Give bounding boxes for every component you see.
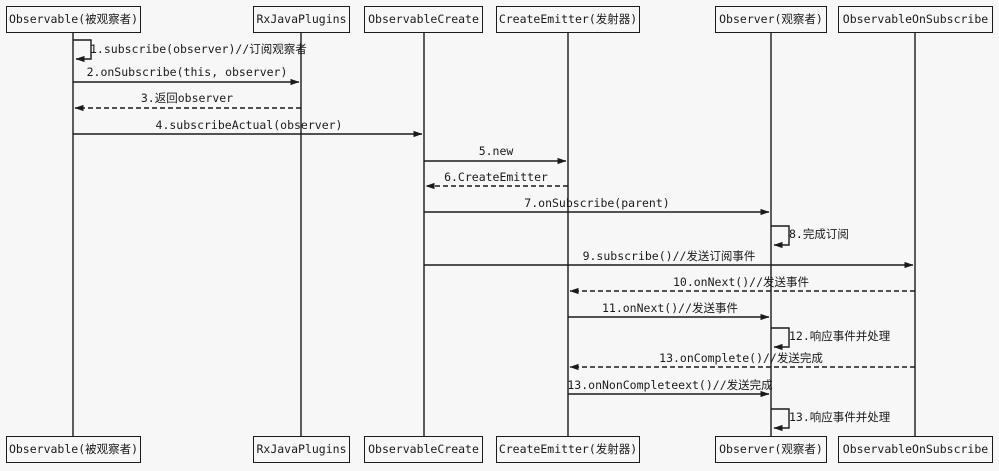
message-label-5: 5.new (478, 144, 514, 158)
actor-label: RxJavaPlugins (256, 11, 347, 26)
self-message-8 (771, 225, 790, 249)
actor-label: Observable(被观察者) (8, 11, 139, 26)
message-label-7: 7.onSubscribe(parent) (524, 196, 670, 210)
lifelines-group (72, 33, 916, 436)
message-label-14: 13.onNonCompleteext()//发送完成 (567, 378, 773, 392)
actor-label: ObservableOnSubscribe (842, 11, 989, 26)
self-message-1 (73, 39, 92, 63)
actor-bottom-observableonsubscribe: ObservableOnSubscribe (838, 436, 993, 463)
message-label-1: 1.subscribe(observer)//订阅观察者 (90, 42, 307, 56)
actor-top-createemitter: CreateEmitter(发射器) (496, 6, 640, 33)
message-label-10: 10.onNext()//发送事件 (672, 275, 810, 289)
actor-top-observablecreate: ObservableCreate (364, 6, 483, 33)
actor-label: Observer(观察者) (719, 441, 823, 456)
self-message-12 (771, 327, 790, 351)
message-label-4: 4.subscribeActual(observer) (155, 118, 343, 132)
actor-bottom-observable: Observable(被观察者) (6, 436, 141, 463)
actor-top-observableonsubscribe: ObservableOnSubscribe (838, 6, 993, 33)
message-label-9: 9.subscribe()//发送订阅事件 (582, 249, 756, 263)
message-label-3: 3.返回observer (140, 91, 234, 105)
actor-bottom-rxjavaplugins: RxJavaPlugins (253, 436, 350, 463)
actor-bottom-observablecreate: ObservableCreate (364, 436, 483, 463)
message-label-6: 6.CreateEmitter (444, 170, 548, 184)
message-label-13: 13.onComplete()//发送完成 (659, 351, 823, 365)
actor-label: ObservableCreate (368, 441, 479, 456)
actor-label: CreateEmitter(发射器) (498, 11, 638, 26)
actor-label: ObservableOnSubscribe (842, 441, 989, 456)
actor-top-rxjavaplugins: RxJavaPlugins (253, 6, 350, 33)
actor-label: CreateEmitter(发射器) (498, 441, 638, 456)
actor-label: Observer(观察者) (719, 11, 823, 26)
message-label-12: 12.响应事件并处理 (789, 329, 891, 343)
messages-group (73, 39, 915, 432)
message-label-2: 2.onSubscribe(this, observer) (86, 65, 288, 79)
actor-bottom-createemitter: CreateEmitter(发射器) (496, 436, 640, 463)
actor-label: ObservableCreate (368, 11, 479, 26)
message-label-11: 11.onNext()//发送事件 (601, 301, 739, 315)
actor-top-observer: Observer(观察者) (715, 6, 827, 33)
actor-top-observable: Observable(被观察者) (6, 6, 141, 33)
self-message-15 (771, 408, 790, 432)
actor-label: Observable(被观察者) (8, 441, 139, 456)
actor-bottom-observer: Observer(观察者) (715, 436, 827, 463)
actor-label: RxJavaPlugins (256, 441, 347, 456)
message-label-8: 8.完成订阅 (789, 227, 849, 241)
message-label-15: 13.响应事件并处理 (789, 410, 891, 424)
